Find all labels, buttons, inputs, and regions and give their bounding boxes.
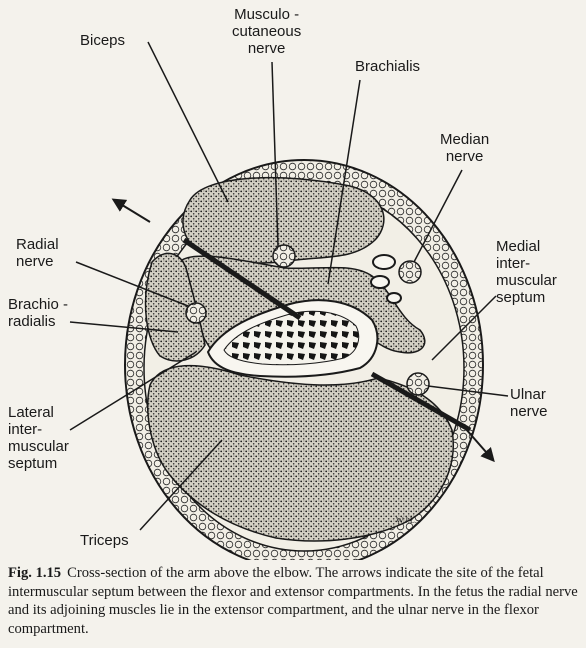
arm-cross-section-diagram — [69, 41, 509, 560]
leader-brachialis — [327, 79, 361, 285]
leader-musculocutaneous — [271, 61, 279, 248]
musculocutaneous-nerve-circle — [272, 244, 296, 268]
leader-lateral-septum — [69, 351, 197, 431]
leader-medial-septum — [431, 295, 497, 361]
leader-brachioradialis — [69, 321, 179, 333]
humerus-marrow — [223, 310, 360, 366]
septum-arrow-upper — [111, 198, 151, 223]
leader-triceps — [139, 439, 223, 531]
label-musculocutaneous-nerve: Musculo - cutaneous nerve — [232, 6, 302, 57]
median-nerve-circle — [398, 260, 422, 284]
brachioradialis-muscle — [144, 252, 206, 362]
triceps-muscle — [147, 364, 454, 542]
leader-biceps — [147, 41, 229, 203]
label-medial-septum: Medial inter- muscular septum — [496, 238, 557, 306]
brachial-vein-2 — [386, 292, 402, 304]
radial-nerve-circle — [185, 302, 207, 324]
brachial-artery — [372, 254, 396, 270]
label-triceps: Triceps — [80, 532, 129, 549]
fetal-septum-line-lower — [370, 371, 472, 433]
label-median-nerve: Median nerve — [440, 131, 490, 165]
figure-number: Fig. 1.15 — [8, 565, 62, 581]
label-biceps: Biceps — [80, 32, 126, 49]
label-brachioradialis: Brachio - radialis — [8, 296, 69, 330]
brachial-vein-1 — [370, 275, 390, 289]
septum-arrow-lower — [464, 427, 495, 463]
leader-radial — [75, 261, 189, 307]
caption-text: Cross-section of the arm above the elbow… — [8, 565, 578, 637]
label-ulnar-nerve: Ulnar nerve — [510, 386, 548, 420]
leader-ulnar — [427, 385, 509, 397]
leader-median — [413, 169, 463, 263]
label-lateral-septum: Lateral inter- muscular septum — [8, 404, 69, 472]
illustrator-signature: W.J.L. — [396, 516, 417, 525]
label-radial-nerve: Radial nerve — [16, 236, 59, 270]
ulnar-nerve-circle — [406, 372, 430, 396]
fetal-septum-line — [182, 237, 302, 321]
label-brachialis: Brachialis — [355, 58, 421, 75]
